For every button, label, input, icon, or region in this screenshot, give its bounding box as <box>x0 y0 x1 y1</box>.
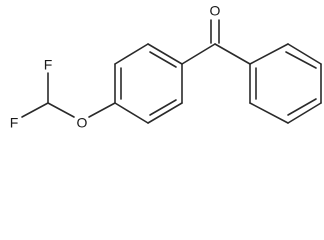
structure-diagram: O O F F <box>10 3 322 131</box>
carbonyl-oxygen-label: O <box>210 3 221 19</box>
left-benzene-ring <box>114 43 183 124</box>
fluorine-upper-label: F <box>44 57 53 73</box>
carbonyl-group: O <box>181 3 251 65</box>
fluorine-lower-label: F <box>10 115 19 131</box>
right-benzene-ring <box>249 43 322 124</box>
ether-oxygen-label: O <box>77 115 88 131</box>
difluoromethoxy-group: O F F <box>10 57 116 131</box>
